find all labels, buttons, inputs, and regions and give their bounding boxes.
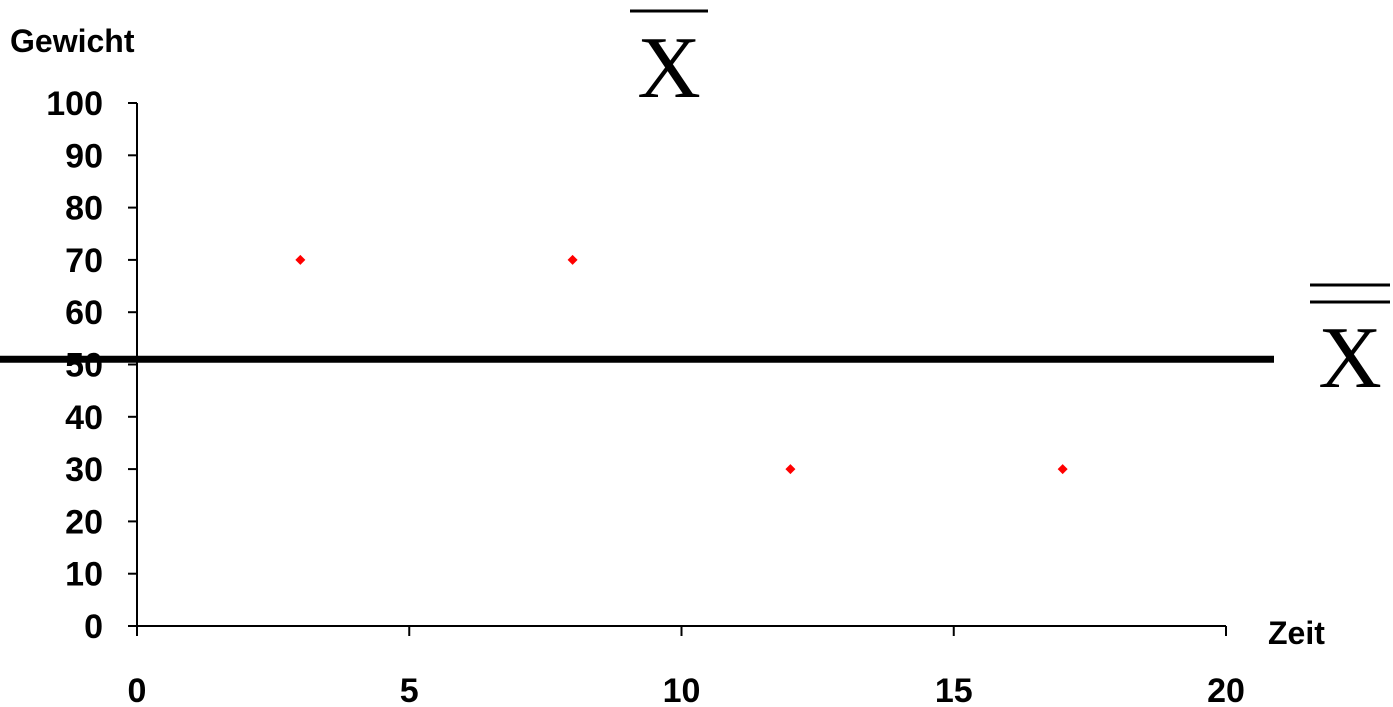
x-tick-label: 10 — [663, 672, 701, 707]
x-axis-title: Zeit — [1268, 615, 1325, 651]
y-tick-label: 50 — [65, 347, 103, 385]
x-ticks: 0 5 10 15 20 — [128, 626, 1245, 707]
x-tick-label: 5 — [400, 672, 419, 707]
data-point — [567, 254, 578, 265]
y-tick-label: 60 — [65, 294, 103, 332]
x-tick-label: 15 — [935, 672, 973, 707]
y-tick-label: 80 — [65, 190, 103, 228]
x-tick-label: 0 — [128, 672, 147, 707]
data-point — [785, 464, 796, 475]
grand-mean-symbol-letter: X — [1318, 310, 1382, 407]
y-tick-label: 20 — [65, 503, 103, 541]
data-point — [295, 254, 306, 265]
y-tick-label: 70 — [65, 242, 103, 280]
y-ticks: 0 10 20 30 40 50 60 70 80 90 100 — [46, 85, 137, 646]
x-tick-label: 20 — [1207, 672, 1245, 707]
y-tick-label: 30 — [65, 451, 103, 489]
y-tick-label: 40 — [65, 399, 103, 437]
y-tick-label: 90 — [65, 137, 103, 175]
y-axis-title: Gewicht — [10, 23, 135, 59]
mean-symbol-letter: X — [637, 20, 701, 117]
data-point — [1057, 464, 1068, 475]
data-points — [295, 254, 1068, 475]
y-tick-label: 100 — [46, 85, 103, 123]
grand-mean-symbol: X — [1310, 283, 1390, 407]
mean-symbol: X — [630, 9, 708, 117]
y-tick-label: 0 — [84, 608, 103, 646]
y-tick-label: 10 — [65, 556, 103, 594]
